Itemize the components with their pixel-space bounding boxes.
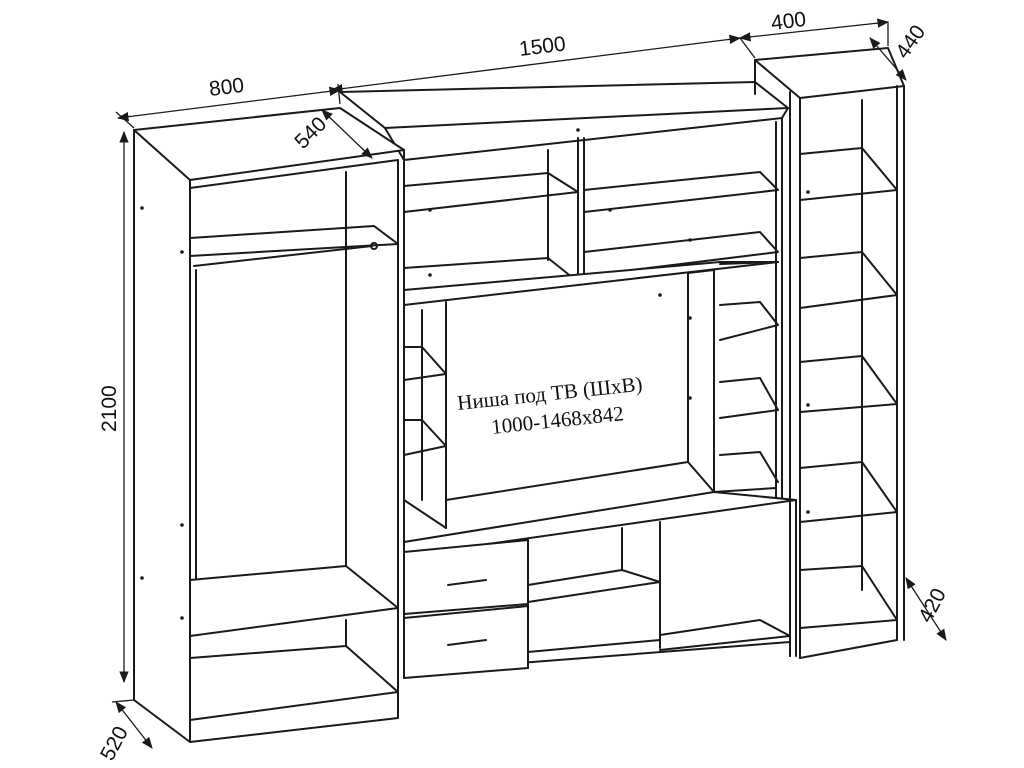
right-tower [754,47,905,659]
dimension-lines [111,18,947,749]
center-tv-section [339,81,797,679]
dim-label-800: 800 [208,74,246,101]
dim-label-420: 420 [914,585,951,627]
dim-label-520: 520 [96,723,133,765]
dim-label-400: 400 [770,8,808,35]
dim-label-440: 440 [891,21,930,63]
dim-label-1500: 1500 [518,32,567,61]
dim-label-2100: 2100 [98,385,121,432]
left-wardrobe [133,107,405,743]
